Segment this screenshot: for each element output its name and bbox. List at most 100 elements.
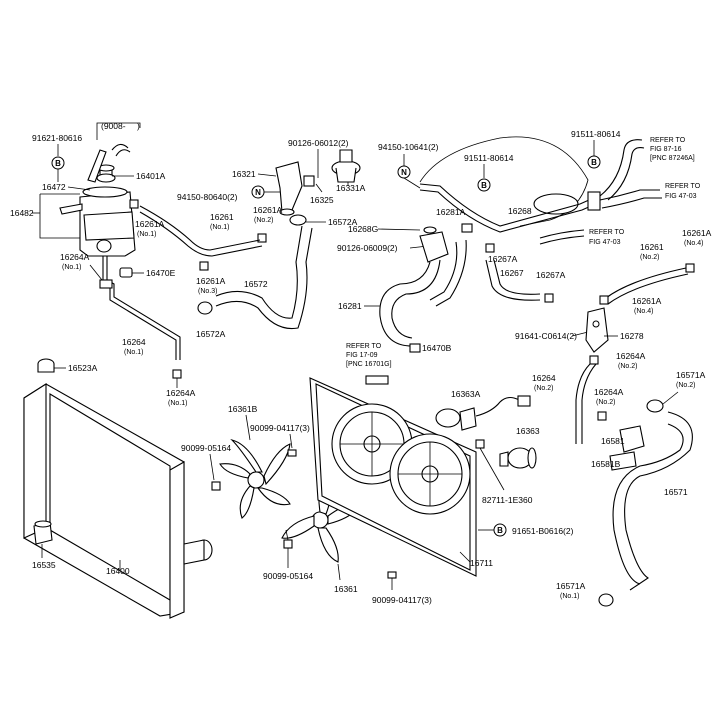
fan-shroud-16711 — [309, 377, 477, 577]
label-16361: 16361 — [334, 584, 358, 594]
label-9008-end: ) — [137, 121, 140, 131]
label-16267a-a: 16267A — [488, 254, 518, 264]
label-16261a-no1: 16261A — [135, 219, 165, 229]
bypass-hose-16261-no2 — [605, 267, 689, 305]
callout-b-1: B — [55, 159, 61, 168]
label-16281: 16281 — [338, 301, 362, 311]
bolt-90099-04117-a — [287, 449, 297, 457]
clamp-16261a-no2 — [257, 233, 267, 243]
label-16470e: 16470E — [146, 268, 176, 278]
water-pipe-16268 — [419, 183, 601, 233]
clamp-16572a-bottom — [197, 301, 213, 315]
label-82711-1e360: 82711-1E360 — [482, 495, 533, 505]
label-16325: 16325 — [310, 195, 334, 205]
label-16267: 16267 — [500, 268, 524, 278]
label-16278: 16278 — [620, 331, 644, 341]
label-16321: 16321 — [232, 169, 256, 179]
label-16261a-no3-sub: (No.3) — [198, 288, 217, 295]
label-94150-10641: 94150-10641(2) — [378, 142, 439, 152]
label-91651-b0616: 91651-B0616(2) — [512, 526, 574, 536]
radiator-hose-16571 — [612, 411, 693, 591]
callout-b-4: B — [497, 526, 503, 535]
nut-90099-05164-a — [211, 481, 221, 491]
label-16264a-no1-bottom-sub: (No.1) — [168, 400, 187, 407]
radiator-16400 — [23, 382, 213, 619]
refer-to-fig-17-09 — [365, 375, 389, 385]
label-91511-80614-a: 91511-80614 — [464, 153, 514, 163]
callout-n-1: N — [255, 188, 261, 197]
label-refer-to-47a: REFER TO — [665, 183, 701, 190]
clamp-16572a-top — [289, 214, 307, 226]
bolt-90099-04117-b — [387, 571, 397, 579]
label-16472: 16472 — [42, 182, 66, 192]
label-16268: 16268 — [508, 206, 532, 216]
overflow-hose-16264-no1 — [99, 256, 181, 360]
label-16264a-no2-b: 16264A — [594, 387, 624, 397]
label-16264-no2: 16264 — [532, 373, 556, 383]
label-16572a-top: 16572A — [328, 217, 358, 227]
clamp-16267a-b — [544, 293, 554, 303]
label-16363: 16363 — [516, 426, 540, 436]
callout-b-circle-3 — [587, 155, 601, 169]
label-16264a-no1-top-sub: (No.1) — [62, 264, 81, 271]
clip-16470b — [409, 343, 421, 353]
label-16261a-no3: 16261A — [196, 276, 226, 286]
clip-16470e — [119, 267, 133, 278]
label-90099-04117-b: 90099-04117(3) — [372, 595, 432, 605]
water-inlet-16321 — [275, 161, 303, 216]
label-16261-no1-sub: (No.1) — [210, 224, 229, 231]
nut-90099-05164-b — [283, 539, 293, 549]
fan-16361b — [219, 438, 291, 519]
clamp-16267a-a — [485, 243, 495, 253]
label-9008: (9008- — [101, 121, 126, 131]
clamp-16261a-no4-right — [685, 263, 695, 273]
clamp-16571a-no1 — [598, 593, 614, 607]
hose-16281 — [379, 239, 467, 347]
label-90126-06009: 90126-06009(2) — [337, 243, 398, 253]
label-16571: 16571 — [664, 487, 688, 497]
cushion-16535 — [33, 520, 53, 545]
label-16363a: 16363A — [451, 389, 481, 399]
label-16268g: 16268G — [348, 224, 378, 234]
label-16581b: 16581B — [591, 459, 621, 469]
gasket-16325 — [303, 175, 315, 187]
clamp-16261a-no3 — [199, 261, 209, 271]
label-16261-no1: 16261 — [210, 212, 234, 222]
label-refer-to-17-fig: FIG 17-09 — [346, 352, 378, 359]
label-16267a-b: 16267A — [536, 270, 566, 280]
label-refer-to-87: REFER TO — [650, 137, 686, 144]
label-90126-06012: 90126-06012(2) — [288, 138, 349, 148]
label-16264a-no2-a: 16264A — [616, 351, 646, 361]
label-16711: 16711 — [470, 558, 493, 568]
label-90099-04117-a: 90099-04117(3) — [250, 423, 310, 433]
label-90099-05164-a: 90099-05164 — [181, 443, 231, 453]
overflow-hose-16264-no2 — [575, 363, 597, 444]
fan-motor-16363a — [435, 395, 531, 431]
label-16482: 16482 — [10, 208, 34, 218]
label-16261a-no2-sub: (No.2) — [254, 217, 273, 224]
label-94150-80640: 94150-80640(2) — [177, 192, 238, 202]
label-16261a-no4-b-sub: (No.4) — [634, 308, 653, 315]
thermostat-16331a — [331, 149, 361, 183]
label-16261a-no4: 16261A — [682, 228, 712, 238]
clamp-16281a — [461, 223, 473, 233]
radiator-hose-16572 — [215, 225, 313, 330]
bracket-16278 — [585, 307, 609, 353]
fan-motor-16363 — [499, 447, 537, 469]
label-16581: 16581 — [601, 436, 625, 446]
label-16470b: 16470B — [422, 343, 452, 353]
label-refer-to-17-pnc: [PNC 16701G] — [346, 361, 392, 368]
water-outlet — [419, 226, 449, 263]
label-16401a: 16401A — [136, 171, 166, 181]
label-16572: 16572 — [244, 279, 268, 289]
clamp-16571a-no2 — [646, 399, 664, 413]
label-16331a: 16331A — [336, 183, 366, 193]
label-16571a-no2-sub: (No.2) — [676, 382, 695, 389]
label-refer-to-87-fig: FIG 87-16 — [650, 146, 682, 153]
label-91641-c0614: 91641-C0614(2) — [515, 331, 577, 341]
bypass-hose-16261-no1 — [139, 205, 263, 257]
callout-b-circle-2 — [477, 178, 491, 192]
hose-16267 — [485, 259, 541, 301]
radiator-cap-16523a — [37, 358, 55, 373]
